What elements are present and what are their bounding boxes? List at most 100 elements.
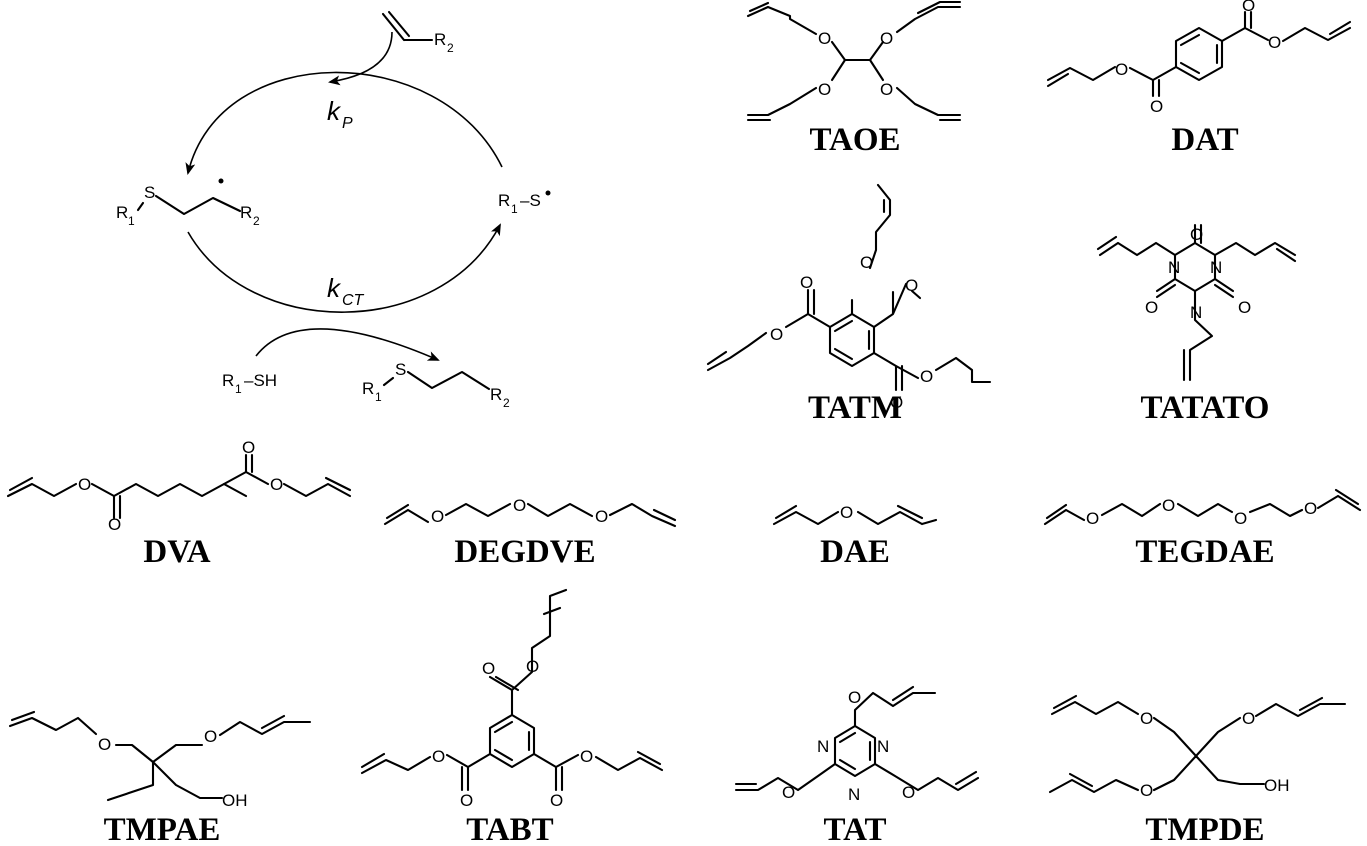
compound-dva: O O O O DVA	[6, 438, 352, 570]
carbon-radical-intermediate: R 1 S R 2	[116, 178, 260, 228]
svg-text:O: O	[905, 276, 918, 295]
alkene-reagent: R 2	[381, 10, 454, 55]
svg-text:O: O	[880, 80, 893, 99]
svg-text:O: O	[432, 747, 445, 766]
svg-text:1: 1	[235, 382, 242, 396]
svg-text:TEGDAE: TEGDAE	[1135, 534, 1274, 570]
svg-text:O: O	[1086, 509, 1099, 528]
svg-text:O: O	[580, 747, 593, 766]
alkene-addition-arrow	[328, 31, 393, 86]
svg-text:O: O	[242, 438, 255, 457]
propagation-arrow	[185, 71, 503, 175]
svg-text:O: O	[98, 735, 111, 754]
svg-text:N: N	[1210, 258, 1222, 277]
svg-text:2: 2	[503, 396, 510, 410]
svg-text:O: O	[782, 783, 795, 802]
svg-text:N: N	[848, 785, 860, 804]
thiol-to-product-arrow	[255, 328, 440, 361]
svg-text:TAT: TAT	[824, 812, 887, 846]
svg-text:O: O	[1242, 0, 1255, 15]
svg-text:O: O	[431, 507, 444, 526]
compound-tmpae: O O OH TMPAE	[8, 710, 312, 846]
svg-text:DAT: DAT	[1171, 122, 1238, 158]
svg-text:TMPAE: TMPAE	[104, 812, 221, 846]
thiyl-radical: R 1 –S	[498, 190, 551, 216]
svg-text:R: R	[116, 203, 128, 222]
svg-text:DAE: DAE	[820, 534, 890, 570]
svg-text:O: O	[526, 657, 539, 676]
compound-tatm: O O O O O O TATM	[706, 183, 992, 426]
propagation-rate-label: k P	[327, 96, 353, 132]
svg-text:DVA: DVA	[143, 534, 210, 570]
svg-text:O: O	[1115, 60, 1128, 79]
compound-degdve: O O O DEGDVE	[383, 496, 677, 570]
svg-text:2: 2	[447, 41, 454, 55]
svg-text:O: O	[513, 496, 526, 515]
svg-text:R: R	[222, 371, 234, 390]
svg-text:O: O	[840, 503, 853, 522]
svg-text:OH: OH	[222, 791, 248, 810]
svg-text:O: O	[1140, 781, 1153, 800]
svg-text:TAOE: TAOE	[809, 122, 900, 158]
svg-text:N: N	[1168, 258, 1180, 277]
thioether-product: R 1 S R 2	[362, 360, 510, 410]
thiol-reagent: R 1 –SH	[222, 371, 277, 396]
svg-text:P: P	[342, 115, 353, 132]
compound-tmpde: O O O OH TMPDE	[1048, 694, 1347, 846]
svg-text:O: O	[1234, 509, 1247, 528]
svg-text:O: O	[78, 475, 91, 494]
svg-text:O: O	[848, 688, 861, 707]
compound-dae: O DAE	[772, 503, 938, 570]
svg-text:N: N	[877, 737, 889, 756]
svg-text:TATM: TATM	[808, 390, 902, 426]
svg-text:N: N	[817, 737, 829, 756]
svg-text:N: N	[1190, 303, 1202, 322]
svg-text:R: R	[362, 379, 374, 398]
svg-text:O: O	[770, 325, 783, 344]
svg-text:O: O	[920, 367, 933, 386]
svg-text:TATATO: TATATO	[1141, 390, 1270, 426]
svg-text:R: R	[490, 385, 502, 404]
compound-taoe: O O O O TAOE	[746, 0, 962, 158]
svg-text:O: O	[1140, 709, 1153, 728]
svg-text:–S: –S	[520, 191, 541, 210]
svg-text:R: R	[434, 30, 446, 49]
svg-text:O: O	[1190, 225, 1203, 244]
svg-text:O: O	[902, 783, 915, 802]
compound-tatato: O O O N N N TATATO	[1096, 223, 1297, 426]
svg-text:O: O	[1162, 496, 1175, 515]
thiol-ene-mechanism: R 2 k P R 1 S R 2 R 1 –S	[116, 10, 551, 410]
svg-text:O: O	[1238, 298, 1251, 317]
svg-text:O: O	[818, 80, 831, 99]
compound-tat: O N N N O O TAT	[734, 685, 980, 846]
compound-dat: O O O O DAT	[1046, 0, 1352, 158]
svg-text:O: O	[550, 791, 563, 810]
svg-text:O: O	[108, 515, 121, 534]
svg-text:R: R	[240, 203, 252, 222]
svg-text:DEGDVE: DEGDVE	[454, 534, 595, 570]
svg-text:O: O	[1268, 33, 1281, 52]
svg-text:O: O	[890, 393, 903, 412]
svg-text:O: O	[818, 29, 831, 48]
svg-text:k: k	[327, 96, 342, 126]
svg-text:O: O	[482, 659, 495, 678]
svg-text:O: O	[800, 273, 813, 292]
svg-text:O: O	[1304, 499, 1317, 518]
svg-text:–SH: –SH	[244, 371, 277, 390]
svg-text:O: O	[460, 791, 473, 810]
compound-tabt: O O O O O O TABT	[360, 588, 664, 846]
svg-text:1: 1	[375, 390, 382, 404]
chain-transfer-arrow	[187, 223, 501, 313]
svg-text:O: O	[270, 475, 283, 494]
svg-text:S: S	[144, 183, 155, 202]
svg-text:R: R	[498, 191, 510, 210]
svg-text:O: O	[1150, 97, 1163, 116]
svg-text:2: 2	[253, 214, 260, 228]
svg-text:O: O	[204, 727, 217, 746]
svg-text:1: 1	[511, 202, 518, 216]
svg-text:TMPDE: TMPDE	[1145, 812, 1264, 846]
svg-text:O: O	[595, 507, 608, 526]
compound-tegdae: O O O O TEGDAE	[1043, 488, 1362, 570]
svg-text:O: O	[1242, 709, 1255, 728]
